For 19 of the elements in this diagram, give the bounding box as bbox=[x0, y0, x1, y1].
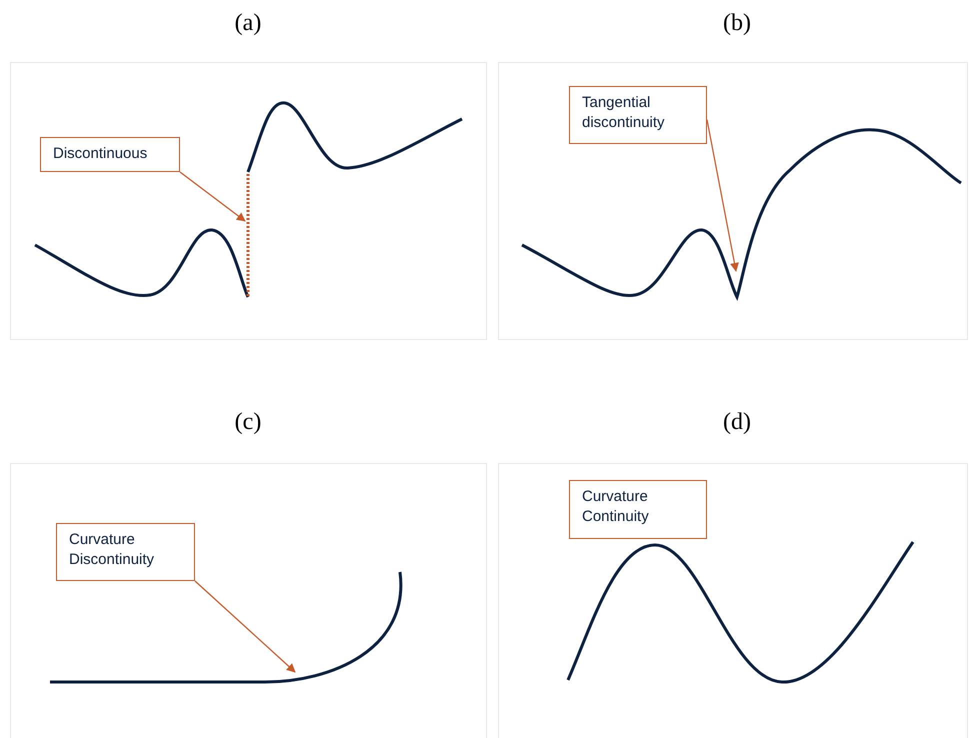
panel-heading: (c) bbox=[234, 409, 262, 436]
panel-heading: (d) bbox=[723, 409, 751, 436]
panel-heading: (a) bbox=[234, 10, 262, 37]
leader-line bbox=[706, 120, 739, 272]
callout-box bbox=[56, 523, 195, 581]
callout-box bbox=[40, 137, 180, 172]
plot-panel bbox=[10, 62, 487, 340]
callout-box bbox=[569, 480, 707, 539]
plot-panel bbox=[498, 463, 968, 738]
callout-box bbox=[569, 86, 707, 144]
leader-line bbox=[180, 172, 246, 222]
plot-panel bbox=[498, 62, 968, 340]
callout-label: Discontinuous bbox=[53, 144, 148, 164]
callout-label: Tangential discontinuity bbox=[582, 93, 666, 133]
callout-label: Curvature Discontinuity bbox=[69, 530, 156, 570]
plot-panel bbox=[10, 463, 487, 738]
leader-line bbox=[194, 580, 296, 673]
callout-label: Curvature Continuity bbox=[582, 487, 650, 527]
panel-heading: (b) bbox=[723, 10, 751, 37]
